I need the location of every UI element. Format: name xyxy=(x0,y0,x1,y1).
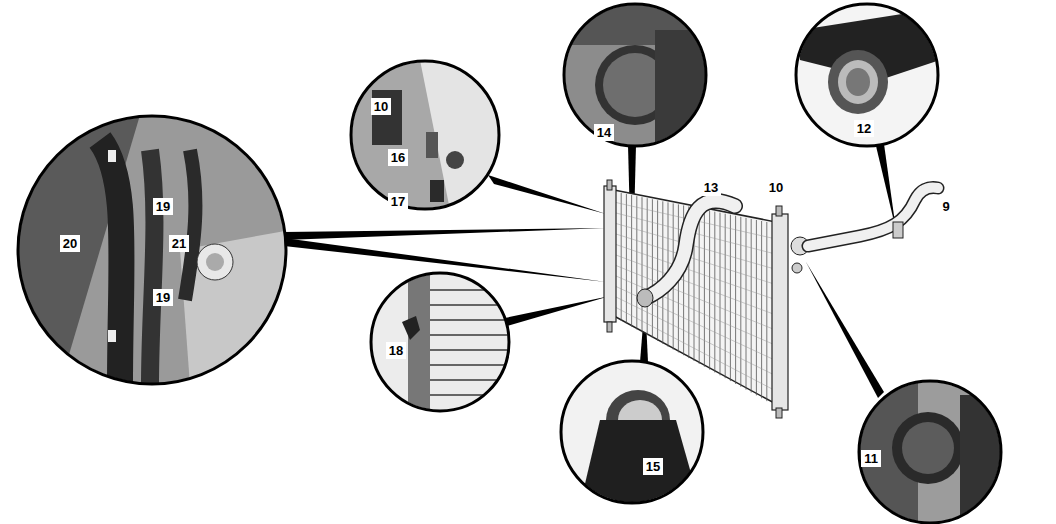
callout-number: 20 xyxy=(60,235,80,252)
callout-number: 10 xyxy=(371,98,391,115)
callout-number: 15 xyxy=(643,458,663,475)
callout-number: 13 xyxy=(701,179,721,196)
callout-number: 9 xyxy=(939,198,952,215)
callout-number: 16 xyxy=(388,149,408,166)
callout-number: 19 xyxy=(153,289,173,306)
callout-number: 12 xyxy=(854,120,874,137)
callout-number: 11 xyxy=(861,450,881,467)
callout-number: 14 xyxy=(594,124,614,141)
callout-number: 19 xyxy=(153,198,173,215)
callout-number: 18 xyxy=(386,342,406,359)
callout-number: 10 xyxy=(766,179,786,196)
callout-number: 17 xyxy=(388,193,408,210)
callout-number: 21 xyxy=(169,235,189,252)
